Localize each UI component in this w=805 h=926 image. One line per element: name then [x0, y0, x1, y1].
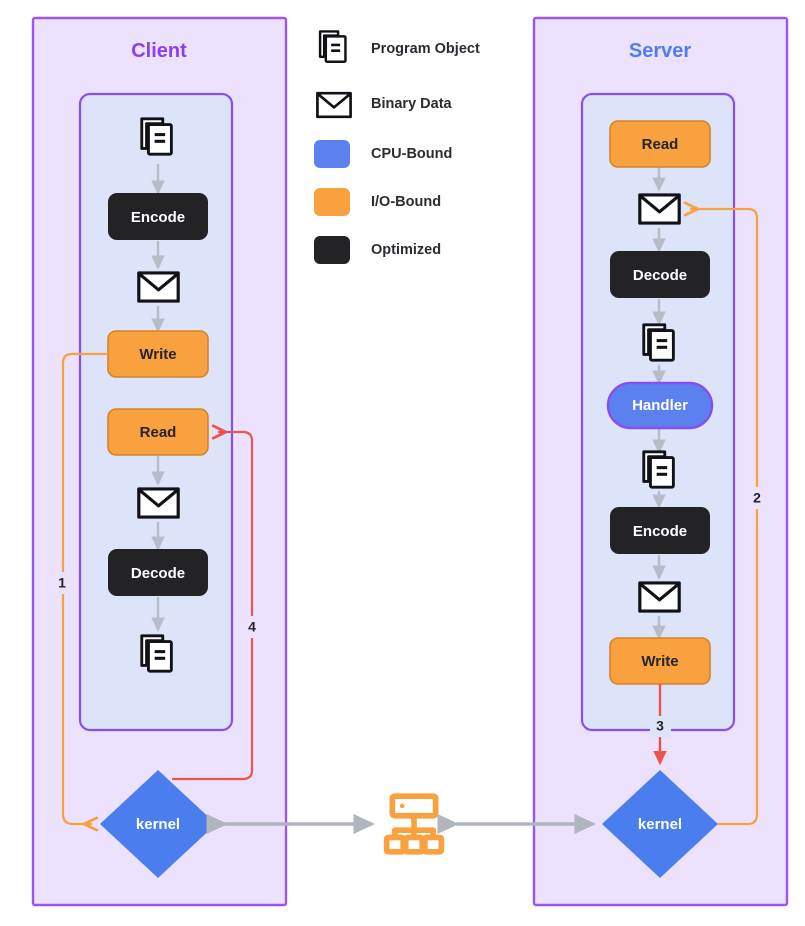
legend-swatch-io-bound — [314, 188, 350, 216]
node-label: Read — [140, 424, 177, 441]
edge-1: 1 — [52, 352, 108, 824]
node-label: Encode — [633, 523, 687, 540]
node-shape-optimized[interactable] — [610, 251, 710, 298]
document-stack-icon — [642, 450, 675, 489]
edge-4-label-bg — [242, 616, 263, 638]
node-label: kernel — [638, 816, 682, 833]
envelope-icon — [316, 91, 352, 119]
node-label: Write — [641, 653, 678, 670]
edge-4-path — [172, 432, 254, 781]
node-label: Handler — [632, 397, 688, 414]
client-node-c-obj-1 — [140, 117, 173, 156]
document-stack-icon — [140, 117, 173, 156]
legend-item-program-object: Program Object — [318, 30, 480, 64]
edge-3: 3 — [650, 684, 671, 766]
client-node-c-read[interactable]: Read — [107, 408, 209, 456]
node-shape-optimized[interactable] — [108, 549, 208, 596]
network-node — [387, 796, 442, 852]
client-node-c-write[interactable]: Write — [107, 330, 209, 378]
client-node-c-obj-2 — [140, 634, 173, 673]
edge-2: 2 — [690, 209, 769, 826]
network-hierarchy-icon — [387, 796, 442, 852]
edge-1-label: 1 — [58, 575, 66, 591]
server-lane-title: Server — [629, 40, 691, 62]
edge-4: 4 — [172, 432, 263, 781]
node-label: kernel — [136, 816, 180, 833]
legend-item-binary-data: Binary Data — [316, 91, 453, 119]
server-node-s-obj-2 — [642, 450, 675, 489]
document-stack-icon — [318, 30, 347, 64]
node-label: Write — [139, 346, 176, 363]
edge-3-label: 3 — [656, 718, 664, 734]
client-node-c-encode[interactable]: Encode — [108, 193, 208, 240]
legend-label: Optimized — [371, 242, 441, 258]
legend: Program Object Binary Data CPU-Bound I/O… — [314, 30, 480, 264]
envelope-icon — [638, 581, 681, 613]
node-label: Decode — [633, 267, 687, 284]
node-label: Decode — [131, 565, 185, 582]
server-node-s-bin-2 — [638, 581, 681, 613]
server-node-s-obj-1 — [642, 323, 675, 362]
edge-3-label-bg — [650, 716, 671, 737]
node-shape-optimized[interactable] — [108, 193, 208, 240]
document-stack-icon — [140, 634, 173, 673]
node-shape-cpu-bound[interactable] — [606, 381, 714, 430]
edge-1-label-bg — [52, 572, 74, 594]
legend-item-cpu-bound: CPU-Bound — [314, 140, 452, 168]
server-node-s-kernel[interactable]: kernel — [602, 770, 718, 878]
server-node-s-decode[interactable]: Decode — [610, 251, 710, 298]
node-label: Encode — [131, 209, 185, 226]
server-node-s-bin-1 — [638, 193, 681, 225]
node-shape-io-bound[interactable] — [107, 408, 209, 456]
legend-item-optimized: Optimized — [314, 236, 441, 264]
server-node-s-encode[interactable]: Encode — [610, 507, 710, 554]
edge-4-label: 4 — [248, 619, 256, 635]
client-node-c-bin-1 — [137, 271, 180, 303]
legend-label: Binary Data — [371, 96, 453, 112]
legend-swatch-cpu-bound — [314, 140, 350, 168]
legend-label: I/O-Bound — [371, 194, 441, 210]
node-shape-io-bound[interactable] — [609, 120, 711, 168]
envelope-icon — [638, 193, 681, 225]
legend-swatch-optimized — [314, 236, 350, 264]
legend-label: CPU-Bound — [371, 146, 452, 162]
envelope-icon — [137, 487, 180, 519]
server-node-s-read[interactable]: Read — [609, 120, 711, 168]
envelope-icon — [137, 271, 180, 303]
kernel-diamond[interactable] — [602, 770, 718, 878]
client-lane-title: Client — [131, 40, 187, 62]
kernel-diamond[interactable] — [100, 770, 216, 878]
server-node-s-write[interactable]: Write — [609, 637, 711, 685]
legend-label: Program Object — [371, 41, 480, 57]
document-stack-icon — [642, 323, 675, 362]
client-node-c-kernel[interactable]: kernel — [100, 770, 216, 878]
node-shape-optimized[interactable] — [610, 507, 710, 554]
client-node-c-bin-2 — [137, 487, 180, 519]
client-node-c-decode[interactable]: Decode — [108, 549, 208, 596]
edge-2-label: 2 — [753, 490, 761, 506]
legend-item-io-bound: I/O-Bound — [314, 188, 441, 216]
node-label: Read — [642, 136, 679, 153]
edge-2-path — [690, 209, 759, 826]
edge-2-label-bg — [747, 487, 769, 509]
server-node-s-handler[interactable]: Handler — [606, 381, 714, 430]
